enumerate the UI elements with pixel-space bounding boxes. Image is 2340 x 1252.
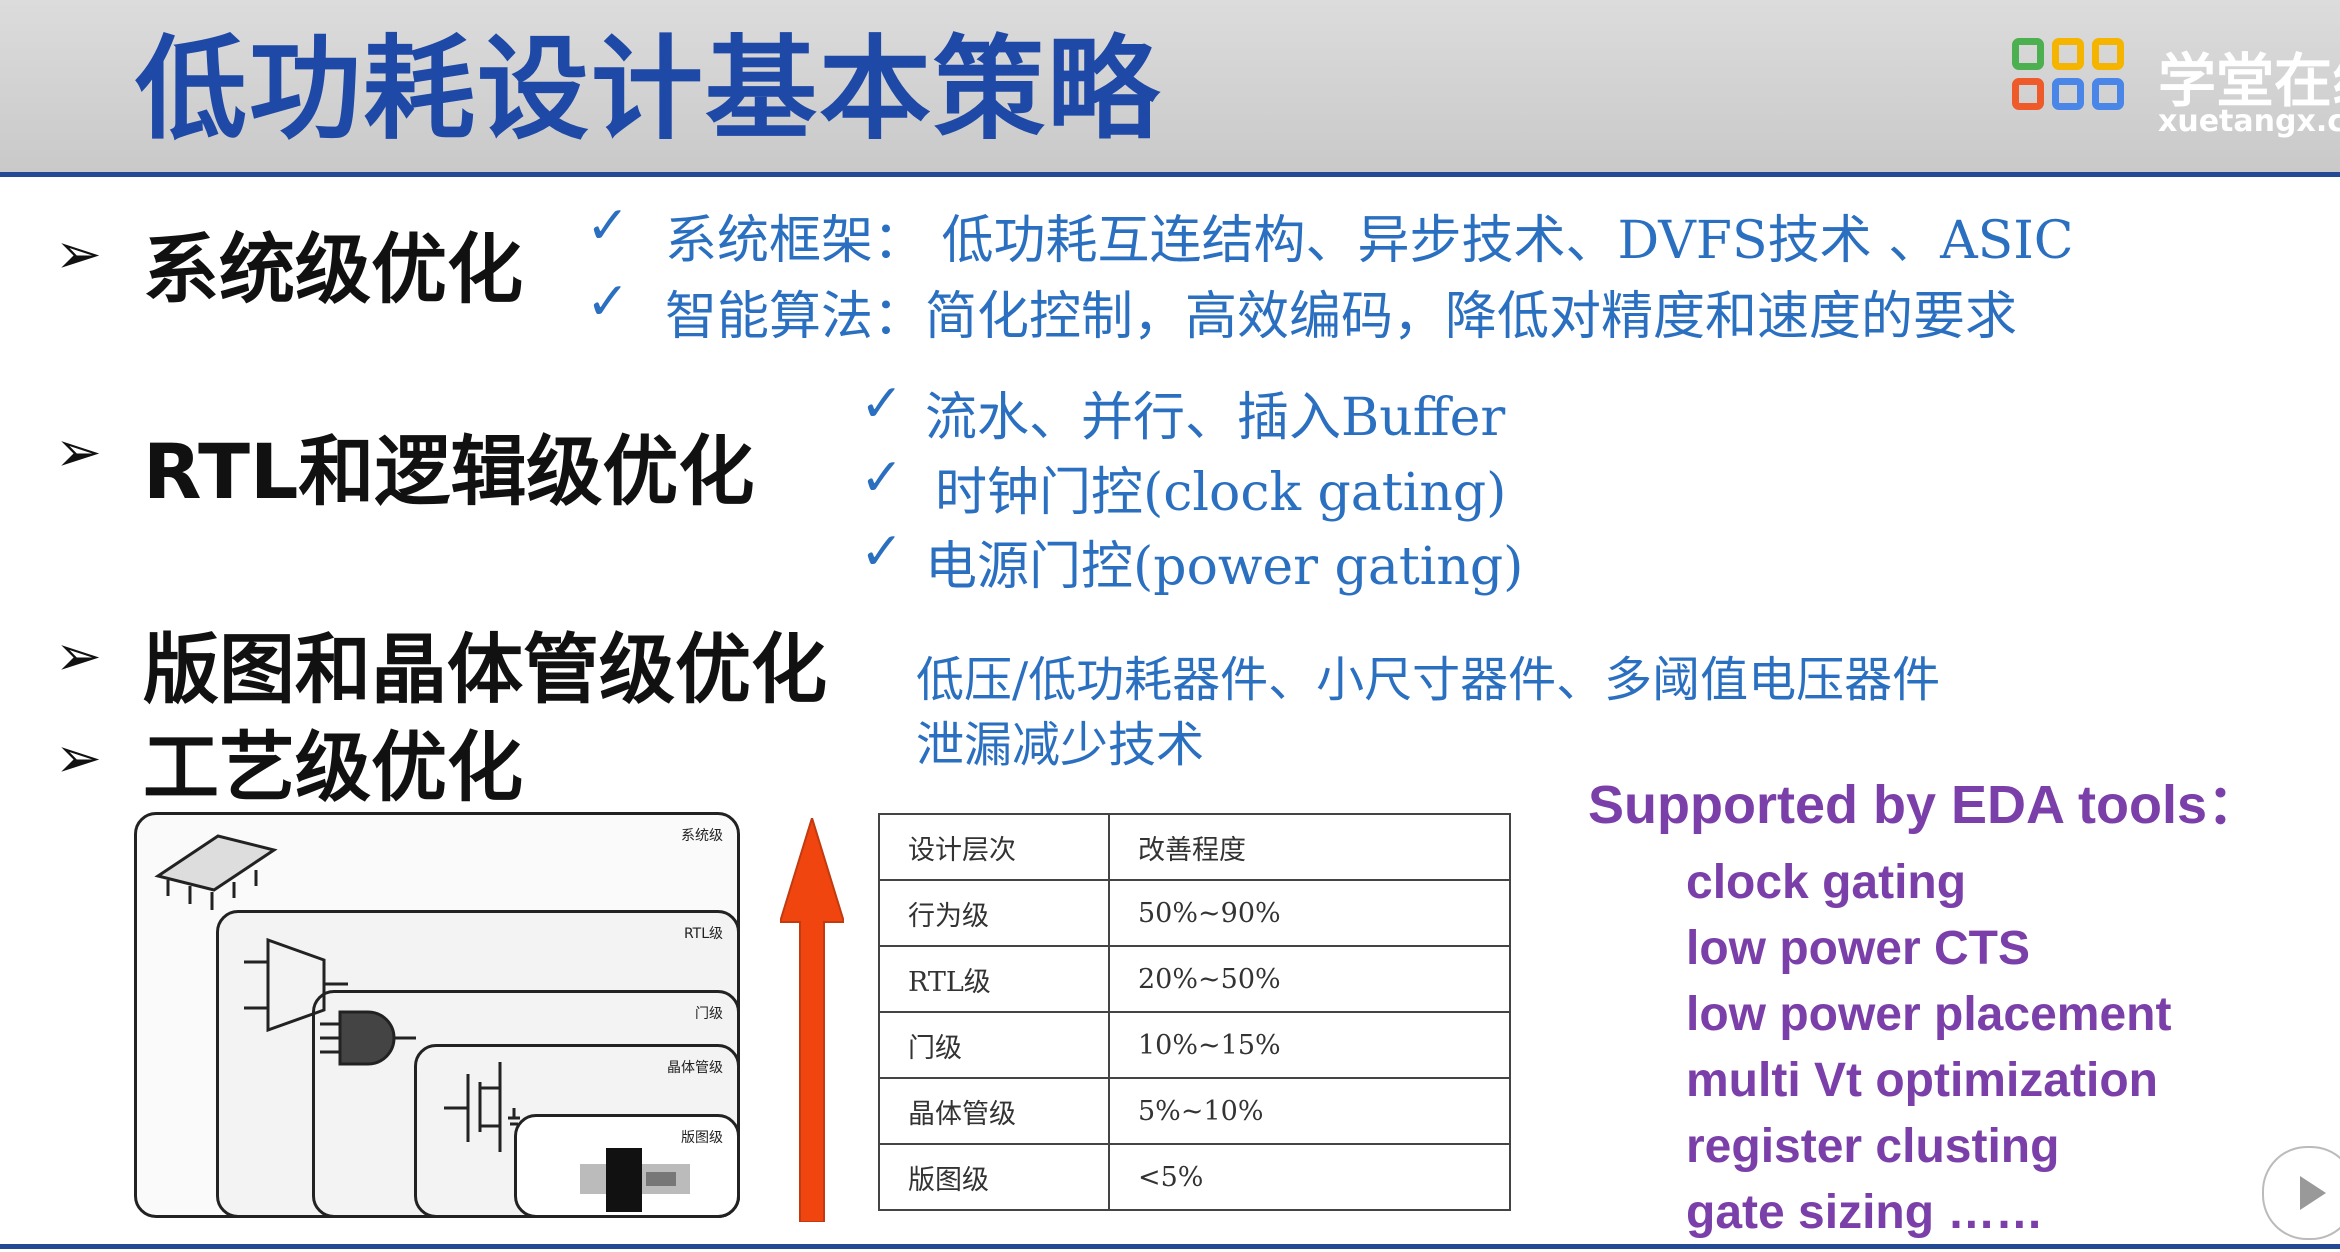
footer-divider xyxy=(0,1244,2340,1249)
table-header-cell: 改善程度 xyxy=(1108,813,1511,881)
chip-icon xyxy=(154,834,278,910)
rtl-level-label: RTL级 xyxy=(683,926,723,942)
improvement-table: 设计层次 改善程度 行为级 50%~90% RTL级 20%~50% 门级 10… xyxy=(878,813,1511,1211)
header-divider xyxy=(0,172,2340,177)
logo-square-orange xyxy=(2012,78,2044,110)
bullet-arrow-icon: ➢ xyxy=(55,624,102,689)
table-cell: 5%~10% xyxy=(1108,1077,1511,1145)
heading-process-level: 工艺级优化 xyxy=(143,723,523,812)
check-icon: ✓ xyxy=(860,374,904,434)
logo-square-yellow-2 xyxy=(2092,38,2124,70)
abstraction-levels-diagram: 系统级 RTL级 门级 晶体管级 版图级 xyxy=(134,812,746,1222)
rtl-item-3: 电源门控(power gating) xyxy=(925,537,1524,597)
table-cell: 10%~15% xyxy=(1108,1011,1511,1079)
table-row: 行为级 50%~90% xyxy=(878,879,1511,947)
heading-rtl-level: RTL和逻辑级优化 xyxy=(143,427,755,516)
logo-square-yellow xyxy=(2052,38,2084,70)
bullet-arrow-icon: ➢ xyxy=(55,222,102,287)
table-cell: RTL级 xyxy=(878,945,1110,1013)
logo-square-blue xyxy=(2052,78,2084,110)
table-cell: <5% xyxy=(1108,1143,1511,1211)
system-level-label: 系统级 xyxy=(681,828,723,844)
play-button[interactable] xyxy=(2262,1146,2340,1240)
gate-level-label: 门级 xyxy=(695,1006,723,1022)
logo-text-en: xuetangx.com xyxy=(2158,104,2340,139)
bullet-arrow-icon: ➢ xyxy=(55,420,102,485)
heading-layout-transistor: 版图和晶体管级优化 xyxy=(143,625,827,714)
rtl-item-1: 流水、并行、插入Buffer xyxy=(925,388,1506,448)
list-item: clock gating xyxy=(1686,856,1967,909)
check-icon: ✓ xyxy=(586,272,630,332)
system-item-2: 智能算法：简化控制，高效编码，降低对精度和速度的要求 xyxy=(665,287,2018,347)
layout-line-2: 泄漏减少技术 xyxy=(916,717,1205,773)
logo-text-cn: 学堂在线 xyxy=(2158,47,2340,115)
table-row: 版图级 <5% xyxy=(878,1143,1511,1211)
and-gate-icon xyxy=(320,1010,416,1066)
eda-tool-list: clock gating low power CTS low power pla… xyxy=(1686,850,2171,1246)
transistor-level-label: 晶体管级 xyxy=(667,1060,723,1076)
list-item: low power placement xyxy=(1686,988,2172,1041)
mux-icon xyxy=(244,937,348,1033)
table-cell: 20%~50% xyxy=(1108,945,1511,1013)
logo-square-blue-2 xyxy=(2092,78,2124,110)
rtl-item-2: 时钟门控(clock gating) xyxy=(935,463,1507,523)
list-item: register clusting xyxy=(1686,1120,2060,1173)
title-bar xyxy=(0,0,2340,172)
table-row: 门级 10%~15% xyxy=(878,1011,1511,1079)
diagram-symbols xyxy=(154,834,690,1212)
system-item-1: 系统框架： 低功耗互连结构、异步技术、DVFS技术 、ASIC xyxy=(665,211,2074,271)
table-cell: 晶体管级 xyxy=(878,1077,1110,1145)
logo-square-green xyxy=(2012,38,2044,70)
check-icon: ✓ xyxy=(586,196,630,256)
bullet-arrow-icon: ➢ xyxy=(55,726,102,791)
slide-title: 低功耗设计基本策略 xyxy=(135,25,1161,155)
list-item: multi Vt optimization xyxy=(1686,1054,2158,1107)
list-item: low power CTS xyxy=(1686,922,2031,975)
layout-level-label: 版图级 xyxy=(681,1130,723,1146)
list-item: gate sizing …… xyxy=(1686,1186,2044,1239)
play-icon xyxy=(2300,1176,2326,1210)
layout-cell-icon xyxy=(580,1148,690,1212)
table-row: RTL级 20%~50% xyxy=(878,945,1511,1013)
table-cell: 门级 xyxy=(878,1011,1110,1079)
table-cell: 版图级 xyxy=(878,1143,1110,1211)
table-header-cell: 设计层次 xyxy=(878,813,1110,881)
table-header-row: 设计层次 改善程度 xyxy=(878,813,1511,881)
layout-line-1: 低压/低功耗器件、小尺寸器件、多阈值电压器件 xyxy=(916,652,1941,708)
table-cell: 50%~90% xyxy=(1108,879,1511,947)
check-icon: ✓ xyxy=(860,522,904,582)
check-icon: ✓ xyxy=(860,448,904,508)
transistor-icon xyxy=(444,1062,520,1152)
table-cell: 行为级 xyxy=(878,879,1110,947)
xuetangx-logo: 学堂在线 xuetangx.com xyxy=(2010,34,2340,154)
improvement-arrow xyxy=(780,818,844,1222)
heading-system-level: 系统级优化 xyxy=(143,225,523,314)
table-row: 晶体管级 5%~10% xyxy=(878,1077,1511,1145)
eda-title: Supported by EDA tools： xyxy=(1588,775,2261,835)
